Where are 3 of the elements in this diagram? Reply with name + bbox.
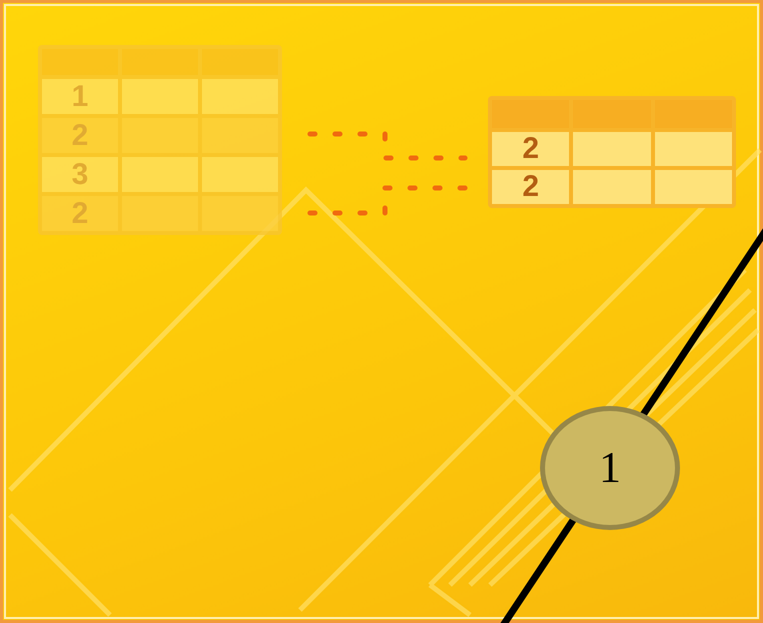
row-number: 2 [522,134,539,164]
callout-number: 1 [540,406,680,530]
row-number: 2 [522,172,539,202]
